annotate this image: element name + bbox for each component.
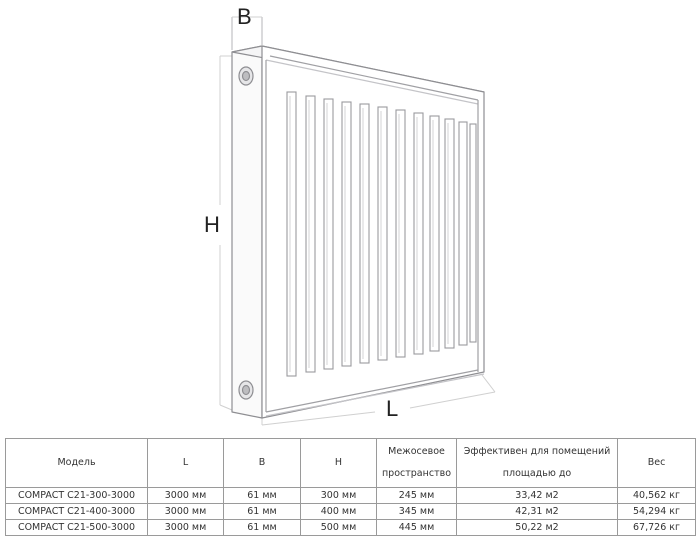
table-row: COMPACT C21-500-3000 3000 мм 61 мм 500 м… (5, 519, 696, 536)
cell-depth: 61 мм (223, 487, 301, 504)
cell-length: 3000 мм (147, 503, 224, 520)
dimension-l-label: L (386, 396, 399, 421)
header-length: L (147, 438, 224, 488)
header-area-line1: Эффективен для помещений (463, 446, 611, 457)
header-weight: Вес (617, 438, 696, 488)
cell-center-distance: 445 мм (376, 519, 457, 536)
header-center-line1: Межосевое (388, 446, 445, 457)
header-model: Модель (5, 438, 148, 488)
cell-height: 500 мм (300, 519, 377, 536)
cell-effective-area: 50,22 м2 (456, 519, 618, 536)
table-row: COMPACT C21-400-3000 3000 мм 61 мм 400 м… (5, 503, 696, 520)
header-center-line2: пространство (381, 468, 452, 479)
cell-weight: 54,294 кг (617, 503, 696, 520)
header-depth: B (223, 438, 301, 488)
cell-model: COMPACT C21-300-3000 (5, 487, 148, 504)
dimension-h-label: H (204, 212, 220, 237)
cell-center-distance: 345 мм (376, 503, 457, 520)
header-area-line2: площадью до (502, 468, 572, 479)
table-row: COMPACT C21-300-3000 3000 мм 61 мм 300 м… (5, 487, 696, 504)
cell-effective-area: 33,42 м2 (456, 487, 618, 504)
cell-model: COMPACT C21-500-3000 (5, 519, 148, 536)
cell-effective-area: 42,31 м2 (456, 503, 618, 520)
cell-height: 300 мм (300, 487, 377, 504)
header-height: H (300, 438, 377, 488)
dimension-b-label: B (237, 4, 252, 29)
table-header-row: Модель L B H Межосевое пространство Эффе… (5, 438, 696, 488)
header-effective-area: Эффективен для помещений площадью до (456, 438, 618, 488)
cell-model: COMPACT C21-400-3000 (5, 503, 148, 520)
radiator-drawing: B H L (204, 4, 496, 426)
cell-length: 3000 мм (147, 519, 224, 536)
cell-weight: 67,726 кг (617, 519, 696, 536)
cell-weight: 40,562 кг (617, 487, 696, 504)
radiator-illustration (219, 16, 496, 426)
cell-height: 400 мм (300, 503, 377, 520)
cell-length: 3000 мм (147, 487, 224, 504)
cell-depth: 61 мм (223, 503, 301, 520)
cell-depth: 61 мм (223, 519, 301, 536)
header-center-distance: Межосевое пространство (376, 438, 457, 488)
specifications-table: Модель L B H Межосевое пространство Эффе… (5, 438, 696, 536)
cell-center-distance: 245 мм (376, 487, 457, 504)
